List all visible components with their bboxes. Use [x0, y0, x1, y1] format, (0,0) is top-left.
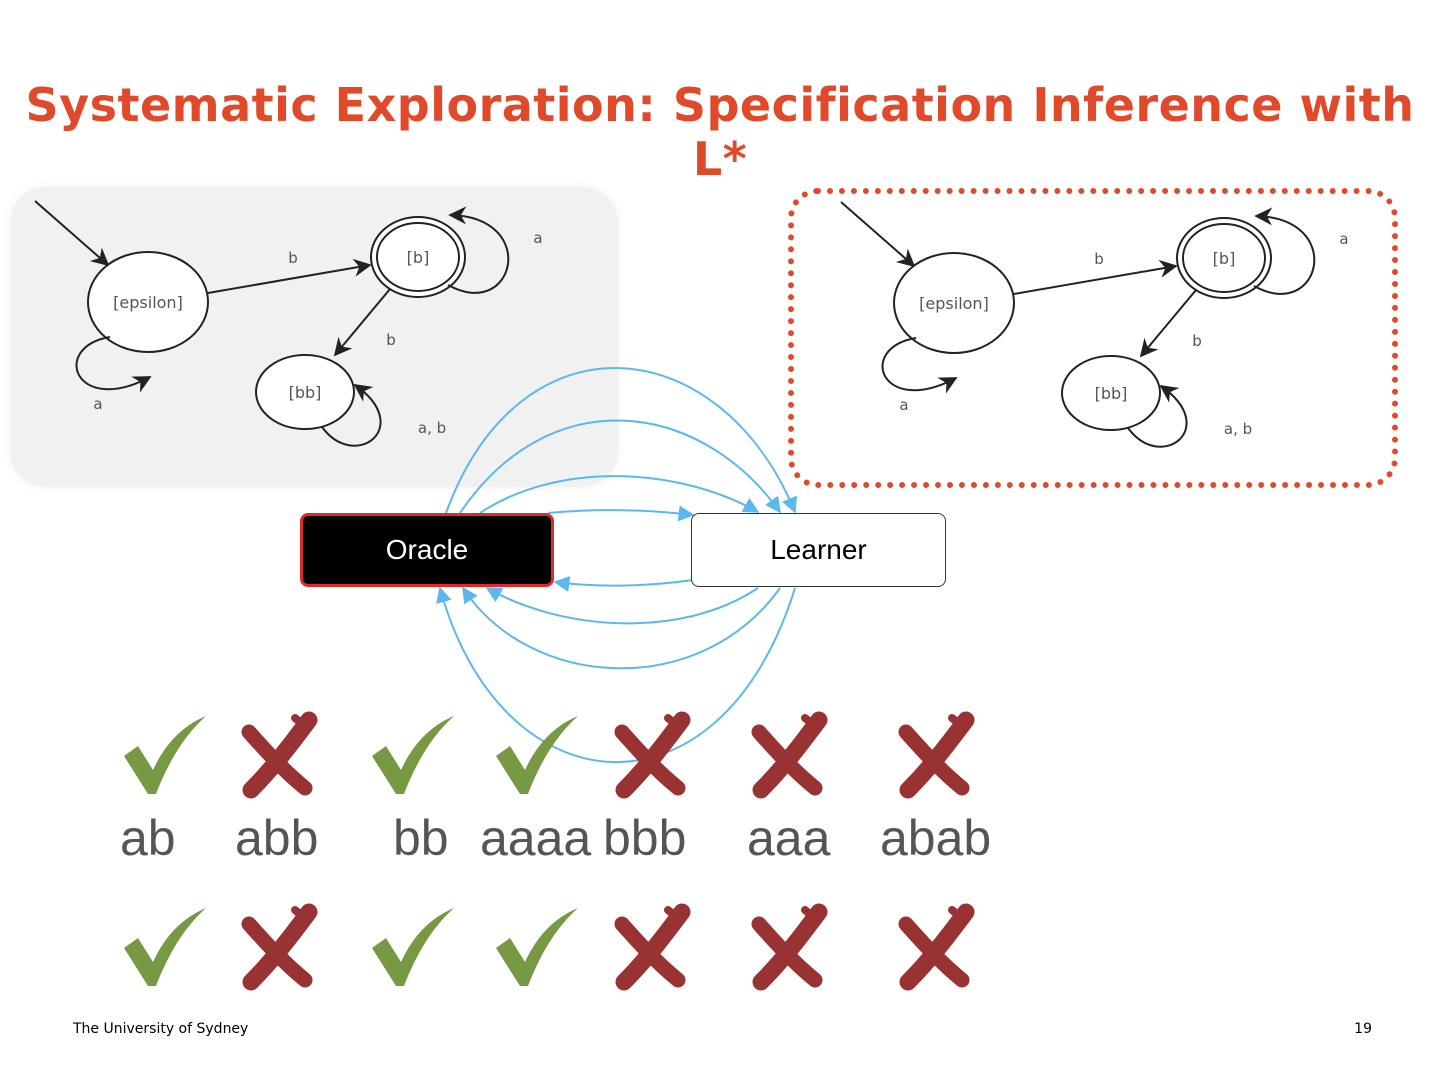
target-automaton-panel: [epsilon] a b [b] a b [bb] a, b — [788, 188, 1398, 488]
check-icon — [496, 716, 578, 794]
query-word-bb: bb — [393, 810, 449, 866]
edge-epsilon-self-label: a — [899, 396, 908, 414]
edge-epsilon-to-b-label: b — [288, 249, 298, 267]
state-b-label: [b] — [1213, 249, 1236, 268]
check-icon — [372, 716, 454, 794]
cross-icon — [614, 903, 691, 991]
cross-icon — [751, 903, 828, 991]
edge-b-self — [447, 206, 510, 294]
query-word-abab: abab — [880, 810, 992, 866]
start-arrow — [34, 200, 110, 267]
edge-epsilon-to-b-label: b — [1094, 250, 1104, 268]
state-epsilon-label: [epsilon] — [919, 294, 989, 313]
edge-bb-self — [1127, 384, 1188, 448]
state-b-label: [b] — [407, 248, 430, 267]
check-icon — [372, 908, 454, 986]
oracle-box: Oracle — [300, 513, 554, 587]
state-b — [1176, 217, 1272, 299]
edge-b-to-bb-label: b — [1192, 332, 1202, 350]
state-epsilon — [87, 251, 209, 353]
check-icon — [496, 908, 578, 986]
state-b-accepting-ring — [1182, 223, 1266, 293]
edge-epsilon-self — [881, 337, 958, 394]
page-number: 19 — [1354, 1021, 1372, 1037]
answer-arrow-2 — [485, 587, 759, 625]
state-epsilon — [893, 252, 1015, 354]
learner-box: Learner — [691, 513, 946, 587]
edge-b-to-bb — [1139, 289, 1197, 358]
cross-icon — [241, 711, 318, 799]
state-epsilon-label: [epsilon] — [113, 293, 183, 312]
check-icon — [124, 908, 206, 986]
edge-bb-self-label: a, b — [1224, 420, 1252, 438]
edge-b-to-bb — [333, 288, 391, 357]
edge-b-to-bb-label: b — [386, 331, 396, 349]
answer-arrow-1 — [553, 575, 694, 592]
slide-title: Systematic Exploration: Specification In… — [25, 78, 1415, 186]
start-arrow — [840, 201, 916, 268]
edge-b-self-label: a — [1339, 230, 1348, 248]
edge-bb-self-label: a, b — [418, 419, 446, 437]
cross-icon — [898, 711, 975, 799]
edge-epsilon-self — [75, 336, 152, 393]
edge-b-self — [1253, 207, 1316, 295]
edge-b-self-label: a — [533, 229, 542, 247]
check-icon — [124, 716, 206, 794]
edge-epsilon-to-b — [1013, 259, 1178, 295]
query-word-aaa: aaa — [747, 810, 831, 866]
edge-epsilon-to-b — [207, 258, 372, 294]
query-word-bbb: bbb — [603, 810, 687, 866]
cross-icon — [241, 903, 318, 991]
footer-institution: The University of Sydney — [73, 1021, 249, 1037]
state-b-accepting-ring — [376, 222, 460, 292]
query-arrow-1 — [547, 505, 695, 522]
answer-arrow-3 — [462, 586, 781, 670]
state-b — [370, 216, 466, 298]
query-word-ab: ab — [120, 810, 176, 866]
state-bb-label: [bb] — [1095, 384, 1128, 403]
query-word-abb: abb — [235, 810, 319, 866]
hypothesis-automaton-panel: [epsilon] a b [b] a b [bb] a, b — [10, 187, 618, 487]
target-automaton-diagram: [epsilon] a b [b] a b [bb] a, b — [840, 201, 1349, 448]
state-bb-label: [bb] — [289, 383, 322, 402]
edge-bb-self — [321, 383, 382, 447]
cross-icon — [614, 711, 691, 799]
edge-epsilon-self-label: a — [93, 395, 102, 413]
cross-icon — [898, 903, 975, 991]
query-word-aaaa: aaaa — [480, 810, 592, 866]
cross-icon — [751, 711, 828, 799]
hypothesis-automaton-diagram: [epsilon] a b [b] a b [bb] a, b — [34, 200, 543, 447]
